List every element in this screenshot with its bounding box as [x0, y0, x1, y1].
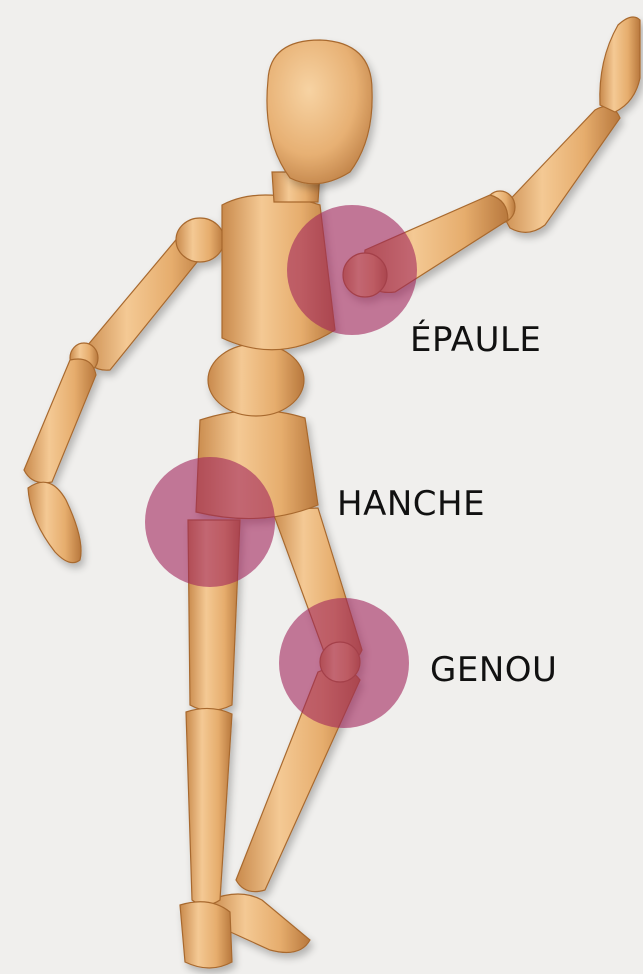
shoulder-highlight — [287, 205, 417, 335]
knee-label: GENOU — [430, 650, 557, 690]
head — [267, 40, 372, 184]
waist — [208, 344, 304, 416]
foot-left — [180, 902, 232, 968]
shoulder-ball-left — [176, 218, 224, 262]
hip-label: HANCHE — [337, 484, 485, 524]
shin-left — [186, 708, 232, 905]
raised-forearm — [500, 106, 620, 232]
raised-hand — [600, 17, 640, 112]
hand-left — [28, 482, 81, 562]
shoulder-label: ÉPAULE — [410, 320, 541, 360]
forearm-left — [24, 359, 96, 483]
knee-highlight — [279, 598, 409, 728]
hip-highlight — [145, 457, 275, 587]
